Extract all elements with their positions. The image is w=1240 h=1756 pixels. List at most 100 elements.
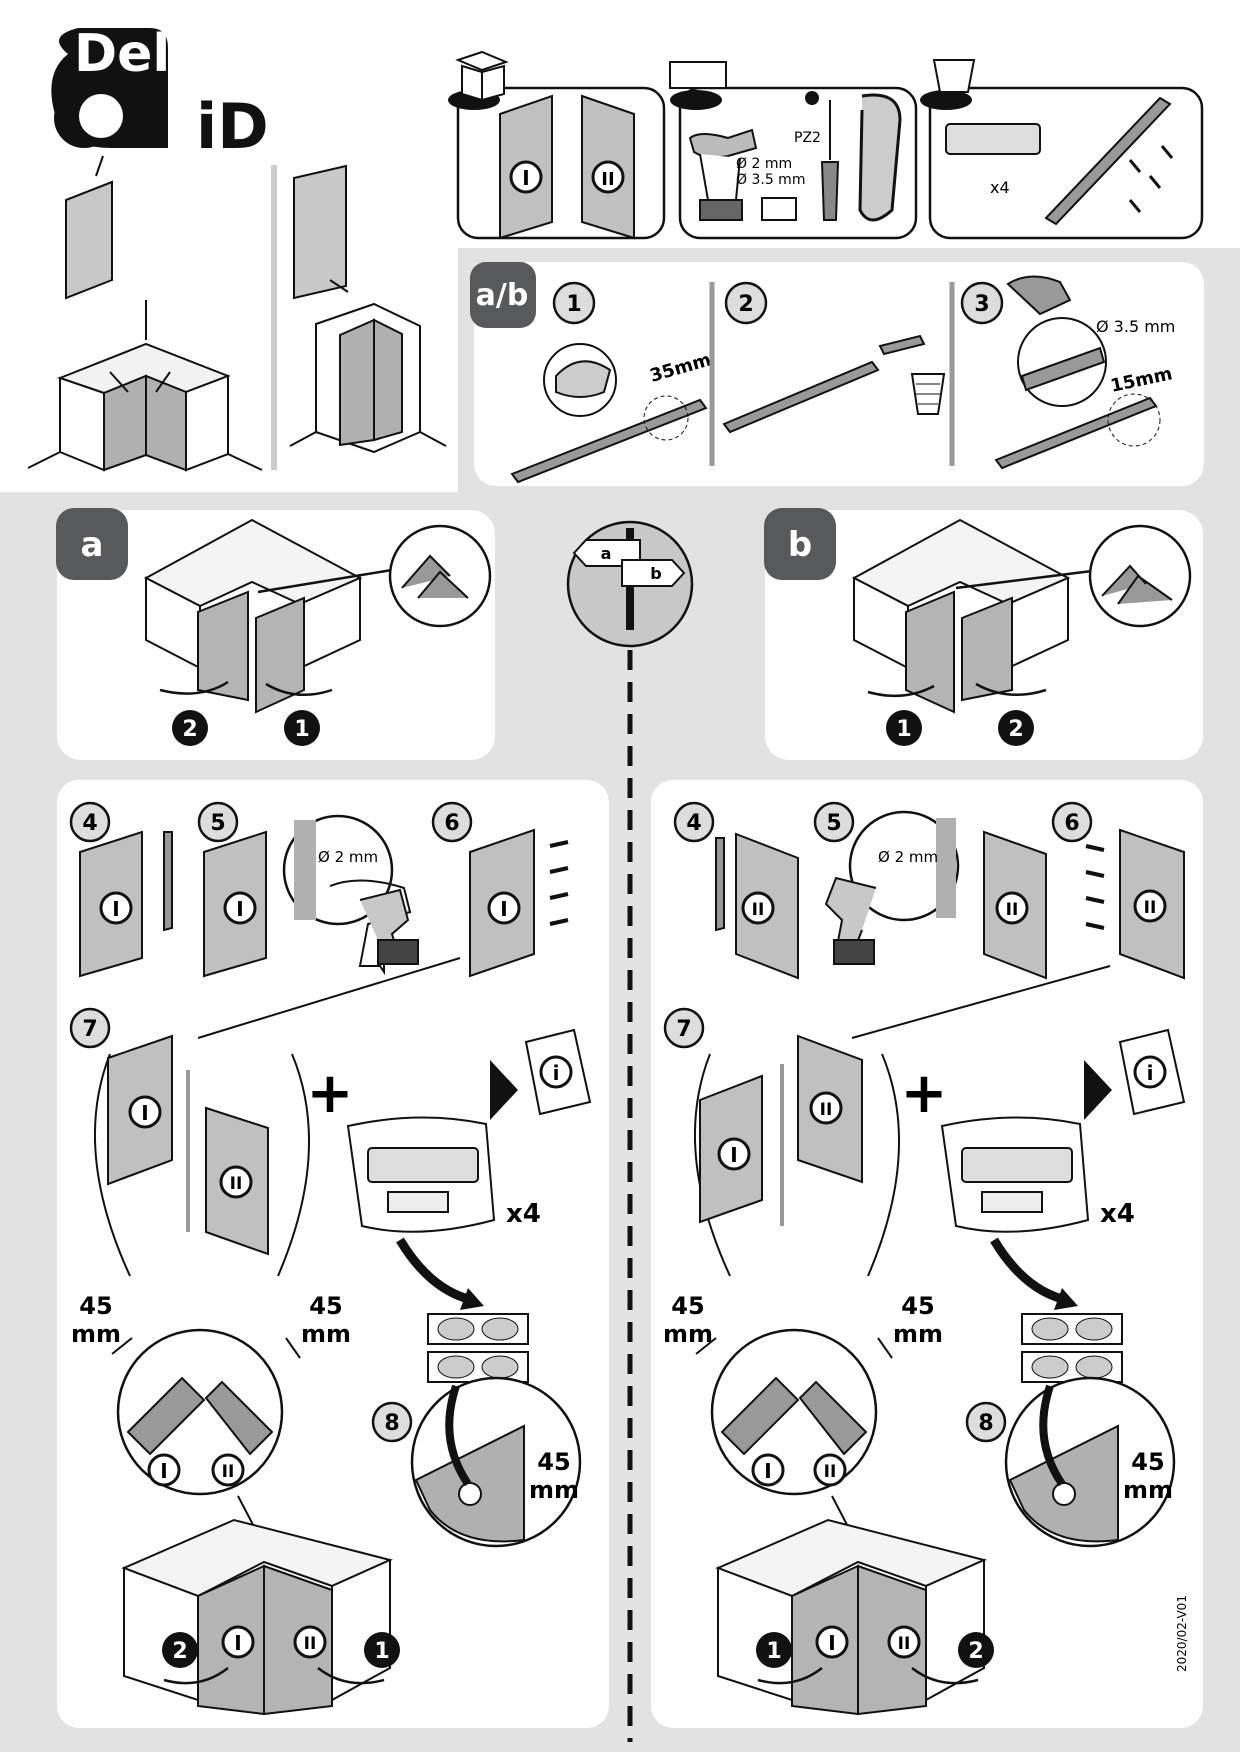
svg-text:x4: x4	[506, 1199, 541, 1229]
svg-text:45: 45	[1131, 1448, 1164, 1476]
driver-label: PZ2	[794, 130, 821, 146]
box-hardware: x4	[920, 59, 1204, 240]
svg-text:+: +	[307, 1061, 354, 1126]
svg-text:x4: x4	[1100, 1199, 1135, 1229]
svg-text:7: 7	[82, 1017, 97, 1042]
svg-text:mm: mm	[663, 1320, 713, 1348]
screws-icon	[1128, 145, 1174, 213]
svg-text:1: 1	[896, 717, 911, 742]
drill-size-label: Ø 3.5 mm	[1096, 317, 1175, 336]
screws-icon	[1085, 844, 1105, 930]
swing-arrow	[867, 684, 935, 698]
svg-text:mm: mm	[893, 1320, 943, 1348]
svg-text:I: I	[234, 1631, 241, 1655]
svg-text:I: I	[236, 897, 243, 921]
order-badge	[998, 710, 1034, 746]
svg-text:I: I	[112, 897, 119, 921]
svg-text:1: 1	[294, 717, 309, 742]
tag-a	[56, 508, 128, 580]
svg-text:II: II	[752, 900, 765, 920]
svg-text:2: 2	[968, 1639, 983, 1664]
gap-detail-circle	[710, 1328, 878, 1496]
order-badge	[886, 710, 922, 746]
svg-text:II: II	[222, 1462, 235, 1482]
svg-text:4: 4	[686, 811, 701, 836]
swing-arrow	[975, 682, 1047, 696]
logo-id: iD	[196, 90, 269, 163]
dowel-block-icon	[761, 197, 797, 221]
gap-detail-circle	[116, 1328, 284, 1496]
screws-icon	[549, 840, 569, 926]
door-label: I	[522, 166, 529, 190]
bit-large-label: Ø 3.5 mm	[736, 172, 805, 188]
svg-text:45: 45	[671, 1292, 704, 1320]
rail-shape	[722, 360, 880, 434]
svg-text:II: II	[1144, 898, 1157, 918]
svg-text:6: 6	[444, 811, 459, 836]
version-code: 2020/02-V01	[1175, 1595, 1189, 1672]
assembly-a: 4 I 5 I Ø 2 mm 6 I 7 I II	[69, 801, 592, 1716]
svg-text:45: 45	[901, 1292, 934, 1320]
svg-text:mm: mm	[301, 1320, 351, 1348]
tag-b	[764, 508, 836, 580]
tag-a-label: a	[81, 525, 104, 565]
svg-text:2: 2	[172, 1639, 187, 1664]
rail-shape	[510, 398, 708, 484]
svg-text:45: 45	[537, 1448, 570, 1476]
svg-text:5: 5	[210, 811, 225, 836]
svg-text:1: 1	[566, 292, 581, 317]
svg-text:2: 2	[182, 717, 197, 742]
corner-detail	[1101, 564, 1173, 605]
box-tools: Ø 2 mm Ø 3.5 mm PZ2	[669, 61, 918, 240]
panel-ab	[474, 262, 1204, 486]
rail-icon	[1044, 96, 1172, 226]
svg-text:+: +	[901, 1061, 948, 1126]
svg-text:I: I	[730, 1143, 737, 1167]
drill-icon	[1006, 275, 1072, 316]
svg-text:8: 8	[384, 1411, 399, 1436]
box-doors: I II	[448, 50, 666, 240]
svg-text:45: 45	[309, 1292, 342, 1320]
svg-text:II: II	[898, 1634, 911, 1654]
tag-ab-label: a/b	[476, 278, 529, 313]
svg-text:II: II	[820, 1100, 833, 1120]
hinge-icon	[945, 123, 1041, 155]
handsaw-icon	[858, 93, 902, 222]
svg-text:mm: mm	[1123, 1476, 1173, 1504]
svg-text:I: I	[764, 1459, 771, 1483]
svg-text:a: a	[601, 544, 612, 563]
svg-text:I: I	[141, 1101, 148, 1125]
corner-detail	[401, 554, 469, 599]
signpost-icon: a b	[566, 520, 694, 648]
order-badge	[172, 710, 208, 746]
svg-text:2: 2	[738, 292, 753, 317]
svg-text:Ø 2 mm: Ø 2 mm	[318, 848, 378, 866]
ab-step3: 3 Ø 3.5 mm 15mm	[960, 275, 1175, 470]
svg-text:i: i	[553, 1061, 560, 1085]
ab-step2: 2	[722, 281, 946, 434]
svg-text:II: II	[230, 1174, 243, 1194]
svg-text:45: 45	[79, 1292, 112, 1320]
svg-text:I: I	[500, 897, 507, 921]
svg-text:5: 5	[826, 811, 841, 836]
hinge-icon	[961, 1147, 1073, 1183]
svg-text:1: 1	[766, 1639, 781, 1664]
screwdriver-icon	[820, 100, 840, 221]
intro-corner-base	[27, 155, 263, 472]
tag-ab	[470, 262, 536, 328]
svg-text:II: II	[824, 1462, 837, 1482]
swing-arrow	[265, 682, 333, 696]
bit-small-label: Ø 2 mm	[736, 156, 792, 172]
svg-text:6: 6	[1064, 811, 1079, 836]
svg-text:3: 3	[974, 292, 989, 317]
toolbox-icon	[669, 61, 727, 89]
svg-text:4: 4	[82, 811, 97, 836]
svg-text:I: I	[160, 1459, 167, 1483]
hinge-icon	[367, 1147, 479, 1183]
svg-text:II: II	[1006, 900, 1019, 920]
svg-text:7: 7	[676, 1017, 691, 1042]
swing-arrow	[159, 680, 229, 695]
svg-text:Ø 2 mm: Ø 2 mm	[878, 848, 938, 866]
